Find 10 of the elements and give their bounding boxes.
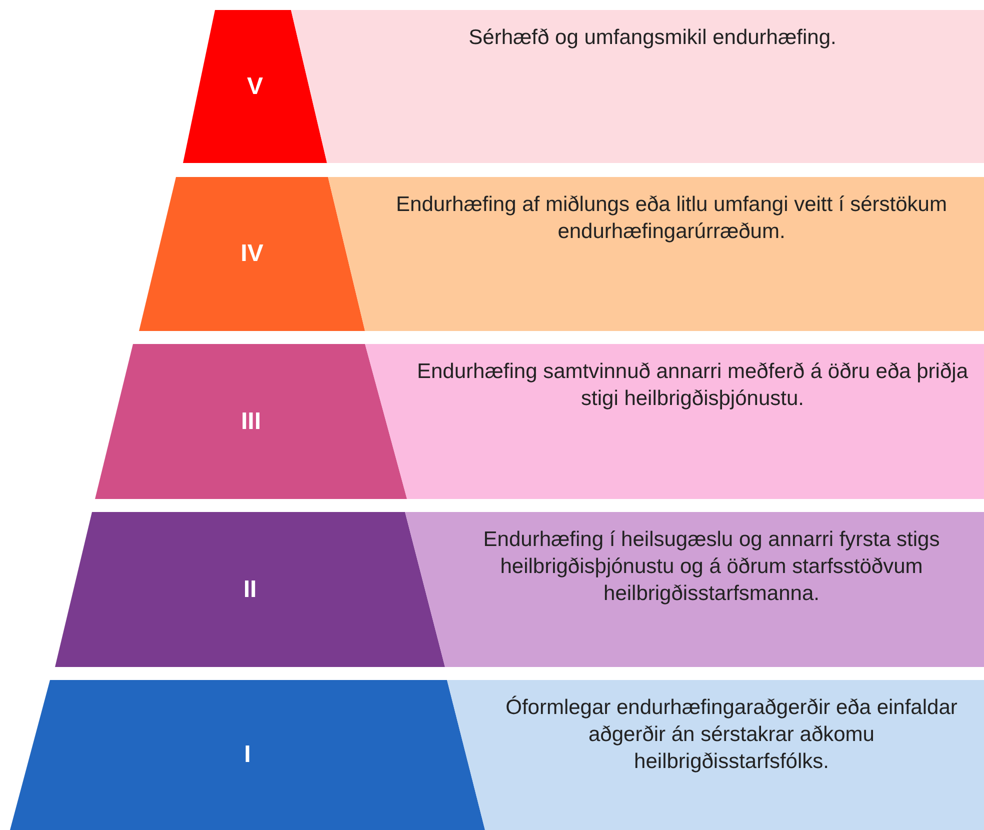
tier-numeral: I	[243, 741, 252, 769]
description-text: Óformlegar endurhæfingaraðgerðir eða einfaldar aðgerðir án sérstakrar aðkomu heilbrigðisstarfsfólks.	[504, 694, 958, 775]
description-text: Sérhæfð og umfangsmikil endurhæfing.	[468, 25, 838, 51]
description-text: Endurhæfing samtvinnuð annarri meðferð á öðru eða þriðja stigi heilbrigðisþjónustu.	[416, 359, 969, 412]
tier-numeral: V	[246, 72, 264, 100]
description-text: Endurhæfing af miðlungs eða litlu umfangi veitt í sérstökum endurhæfingarúrræðum.	[395, 192, 948, 245]
tier-numeral: II	[242, 576, 258, 604]
description-text: Endurhæfing í heilsugæslu og annarri fyrsta stigs heilbrigðisþjónustu og á öðrum starfsstöðvum heilbrigðisstarfsmanna.	[482, 527, 941, 607]
tier-numeral: III	[240, 408, 262, 436]
tier-numeral: IV	[240, 240, 264, 268]
